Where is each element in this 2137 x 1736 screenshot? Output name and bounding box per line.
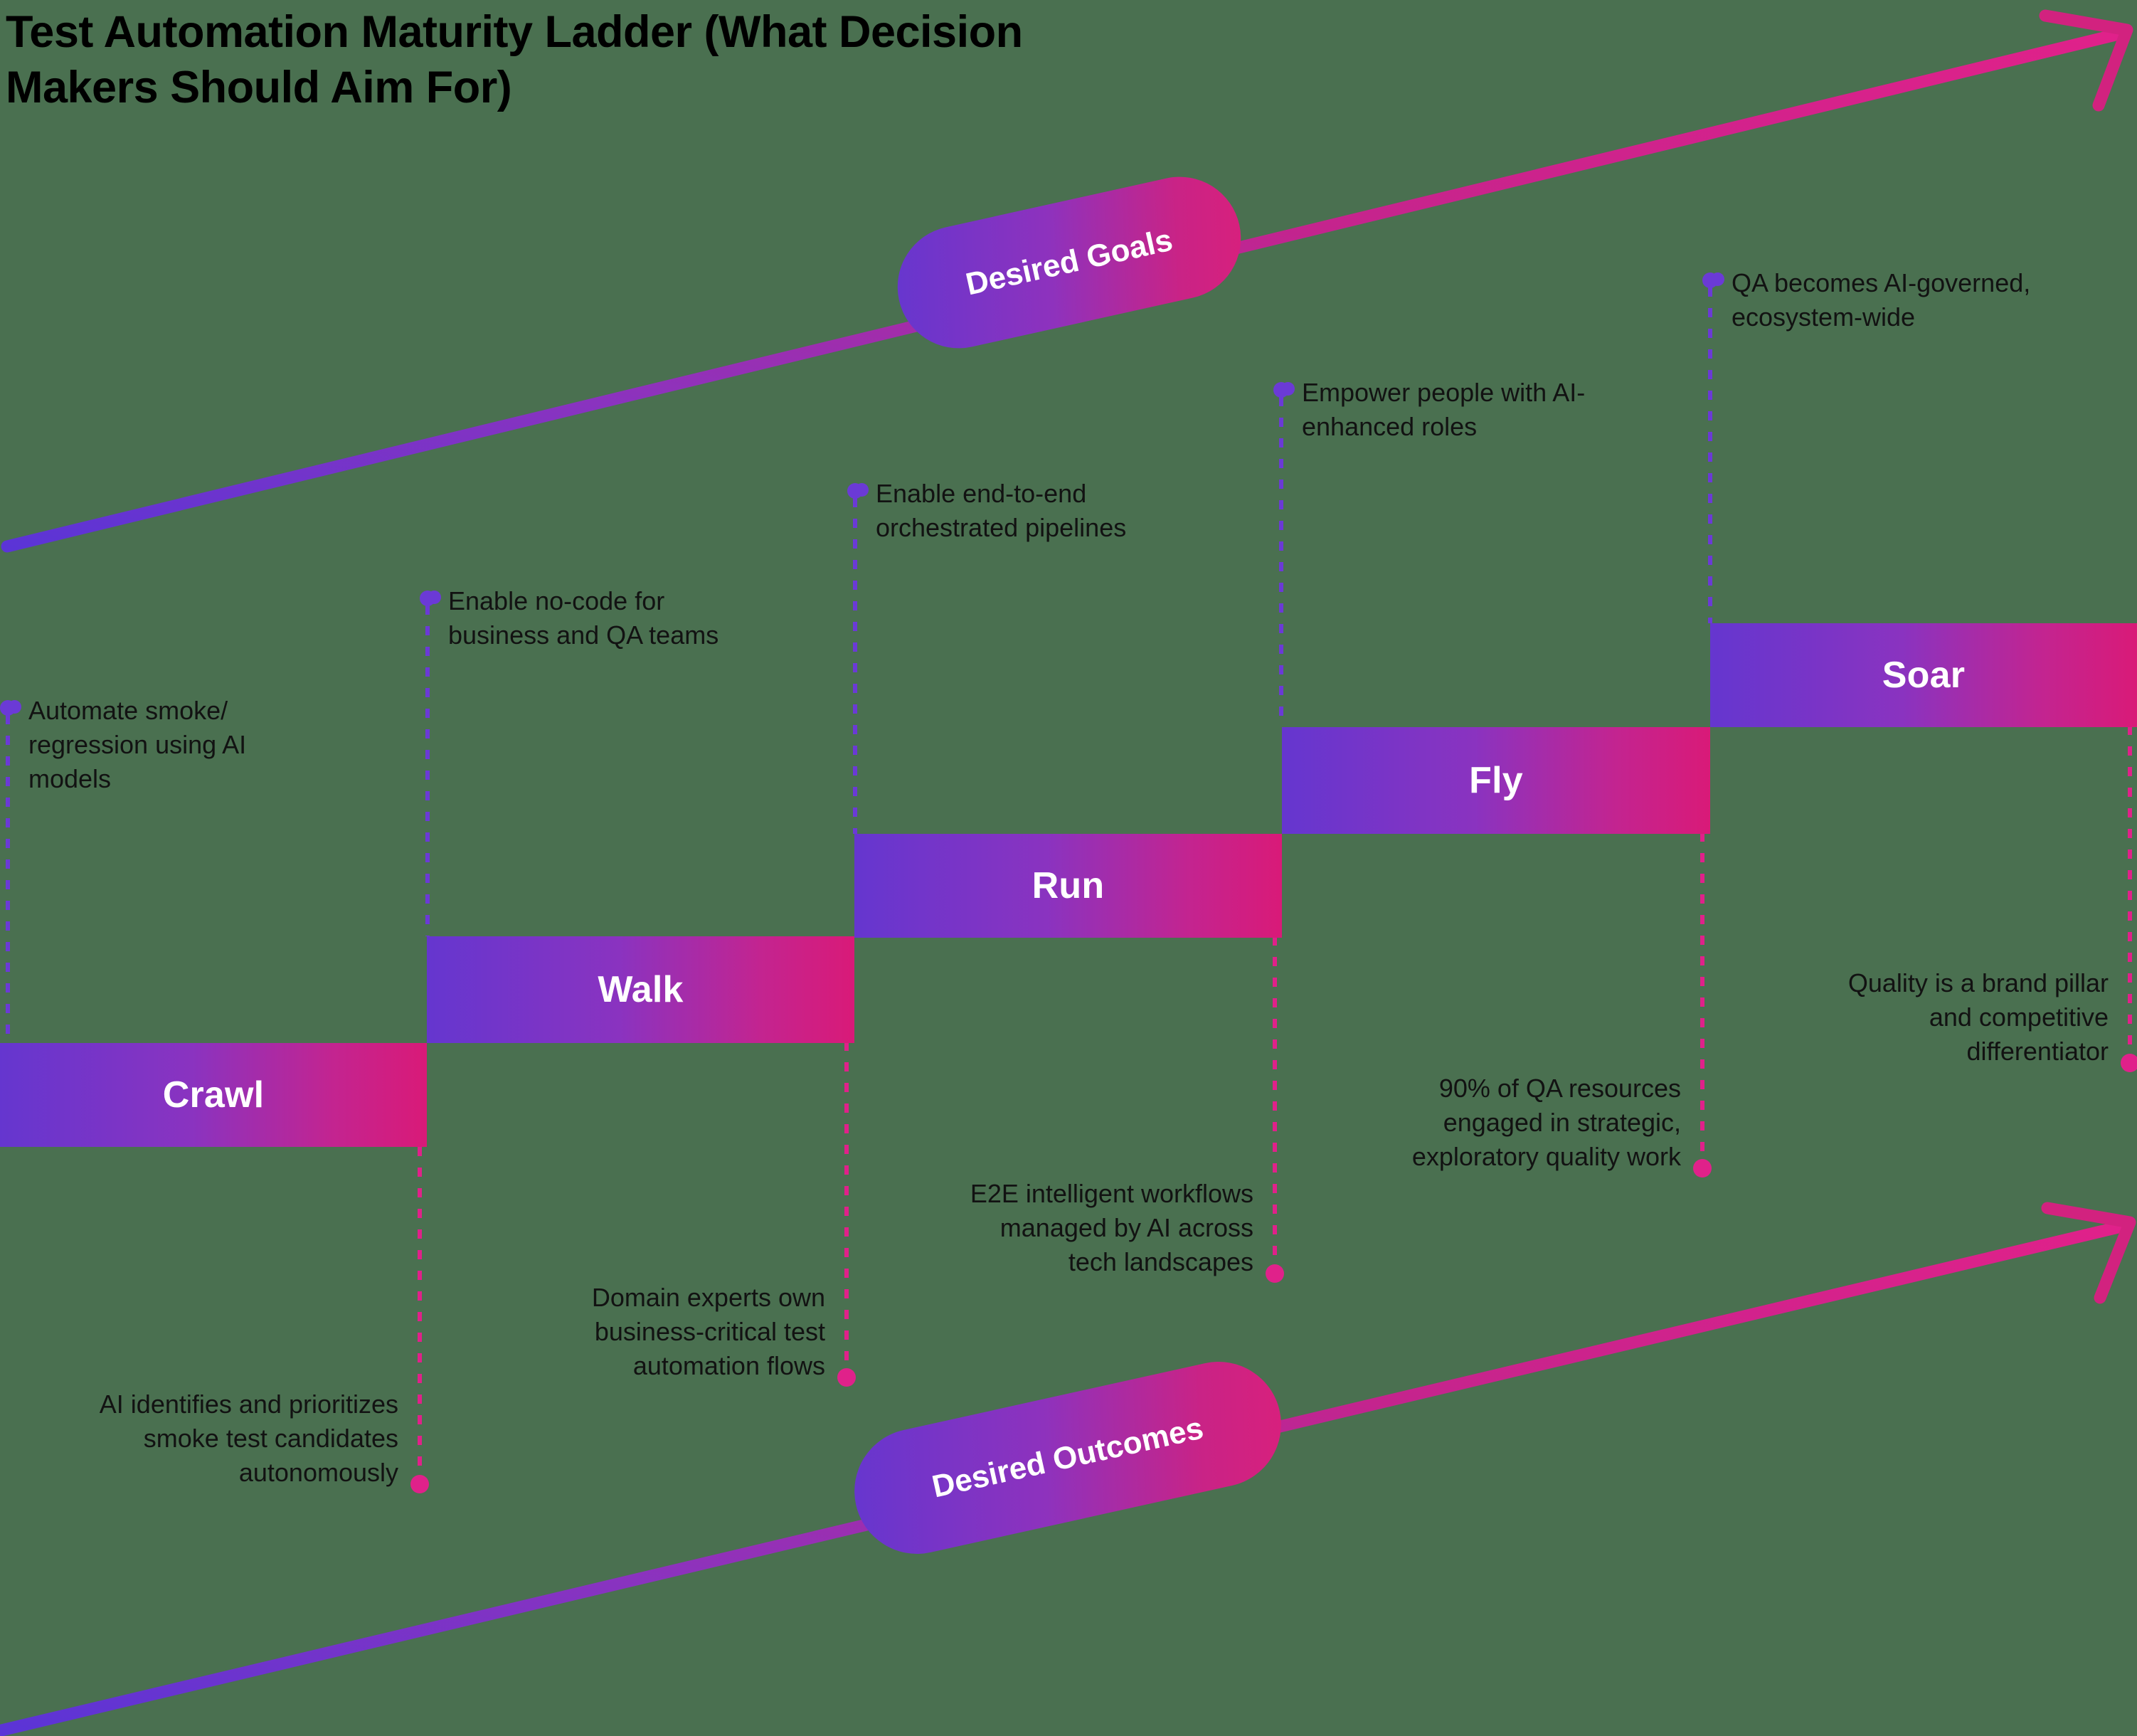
outcome-line: smoke test candidates: [143, 1423, 398, 1453]
step-bar-crawl[interactable]: Crawl: [0, 1043, 427, 1147]
outcome-dot-walk: [837, 1368, 856, 1387]
outcome-line: E2E intelligent workflows: [970, 1179, 1253, 1208]
goal-text-walk: Enable no-code for business and QA teams: [428, 584, 818, 652]
step-label-soar: Soar: [1882, 655, 1966, 696]
goal-line: orchestrated pipelines: [876, 512, 1127, 542]
desired-goals-pill-label: Desired Goals: [963, 222, 1176, 302]
goal-line: regression using AI: [28, 729, 247, 759]
outcome-line: managed by AI across: [999, 1212, 1253, 1242]
desired-outcomes-pill-label: Desired Outcomes: [928, 1410, 1207, 1505]
goal-text-run: Enable end-to-end orchestrated pipelines: [855, 477, 1246, 545]
outcome-text-soar: Quality is a brand pillar and competitiv…: [1717, 966, 2109, 1069]
desired-goals-pill[interactable]: Desired Goals: [886, 165, 1253, 360]
outcome-text-run: E2E intelligent workflows managed by AI …: [862, 1177, 1253, 1279]
goal-bullet-walk: [428, 591, 441, 604]
goal-line: Enable no-code for: [448, 586, 665, 615]
outcome-dot-run: [1266, 1264, 1284, 1283]
outcome-dot-fly: [1693, 1159, 1712, 1177]
goal-bullet-crawl: [8, 700, 21, 714]
outcome-line: automation flows: [632, 1350, 825, 1380]
goal-bullet-fly: [1281, 382, 1295, 396]
goal-text-crawl: Automate smoke/ regression using AI mode…: [8, 694, 334, 796]
goal-bullet-soar: [1711, 272, 1724, 286]
outcome-line: business-critical test: [594, 1316, 825, 1346]
outcome-line: tech landscapes: [1068, 1247, 1253, 1276]
step-bar-run[interactable]: Run: [854, 834, 1282, 938]
goal-line: business and QA teams: [448, 620, 719, 650]
outcome-dot-crawl: [410, 1475, 429, 1493]
outcome-line: exploratory quality work: [1411, 1141, 1681, 1171]
step-bar-walk[interactable]: Walk: [427, 936, 854, 1043]
goal-bullet-run: [855, 483, 869, 497]
step-label-fly: Fly: [1469, 760, 1523, 801]
outcome-line: engaged in strategic,: [1443, 1107, 1681, 1137]
step-label-run: Run: [1032, 865, 1105, 906]
outcome-line: Domain experts own: [591, 1283, 825, 1312]
step-label-walk: Walk: [598, 969, 684, 1010]
goal-line: ecosystem-wide: [1732, 302, 1916, 332]
outcome-text-crawl: AI identifies and prioritizes smoke test…: [7, 1387, 398, 1490]
goal-text-soar: QA becomes AI-governed, ecosystem-wide: [1711, 266, 2130, 334]
outcome-text-fly: 90% of QA resources engaged in strategic…: [1290, 1071, 1681, 1174]
outcome-line: Quality is a brand pillar: [1847, 968, 2109, 997]
step-bar-soar[interactable]: Soar: [1710, 623, 2137, 727]
title-line-2: Makers Should Aim For): [6, 63, 512, 113]
outcome-line: autonomously: [238, 1457, 398, 1487]
page-title: Test Automation Maturity Ladder (What De…: [6, 4, 1215, 115]
outcome-line: 90% of QA resources: [1438, 1074, 1681, 1103]
step-bar-fly[interactable]: Fly: [1282, 727, 1710, 834]
step-label-crawl: Crawl: [162, 1074, 265, 1116]
goal-line: Enable end-to-end: [876, 479, 1087, 508]
goal-line: models: [28, 763, 112, 793]
goal-line: QA becomes AI-governed,: [1732, 268, 2031, 297]
desired-outcomes-pill[interactable]: Desired Outcomes: [842, 1350, 1293, 1566]
goal-text-fly: Empower people with AI- enhanced roles: [1281, 376, 1672, 444]
outcome-text-walk: Domain experts own business-critical tes…: [434, 1281, 825, 1383]
goal-line: Automate smoke/: [28, 696, 228, 725]
outcome-dot-soar: [2121, 1054, 2137, 1072]
title-line-1: Test Automation Maturity Ladder (What De…: [6, 7, 1023, 57]
goal-line: enhanced roles: [1302, 411, 1478, 441]
outcome-line: differentiator: [1966, 1036, 2109, 1066]
goal-line: Empower people with AI-: [1302, 378, 1586, 407]
outcome-line: AI identifies and prioritizes: [99, 1390, 398, 1419]
outcome-line: and competitive: [1929, 1002, 2109, 1032]
